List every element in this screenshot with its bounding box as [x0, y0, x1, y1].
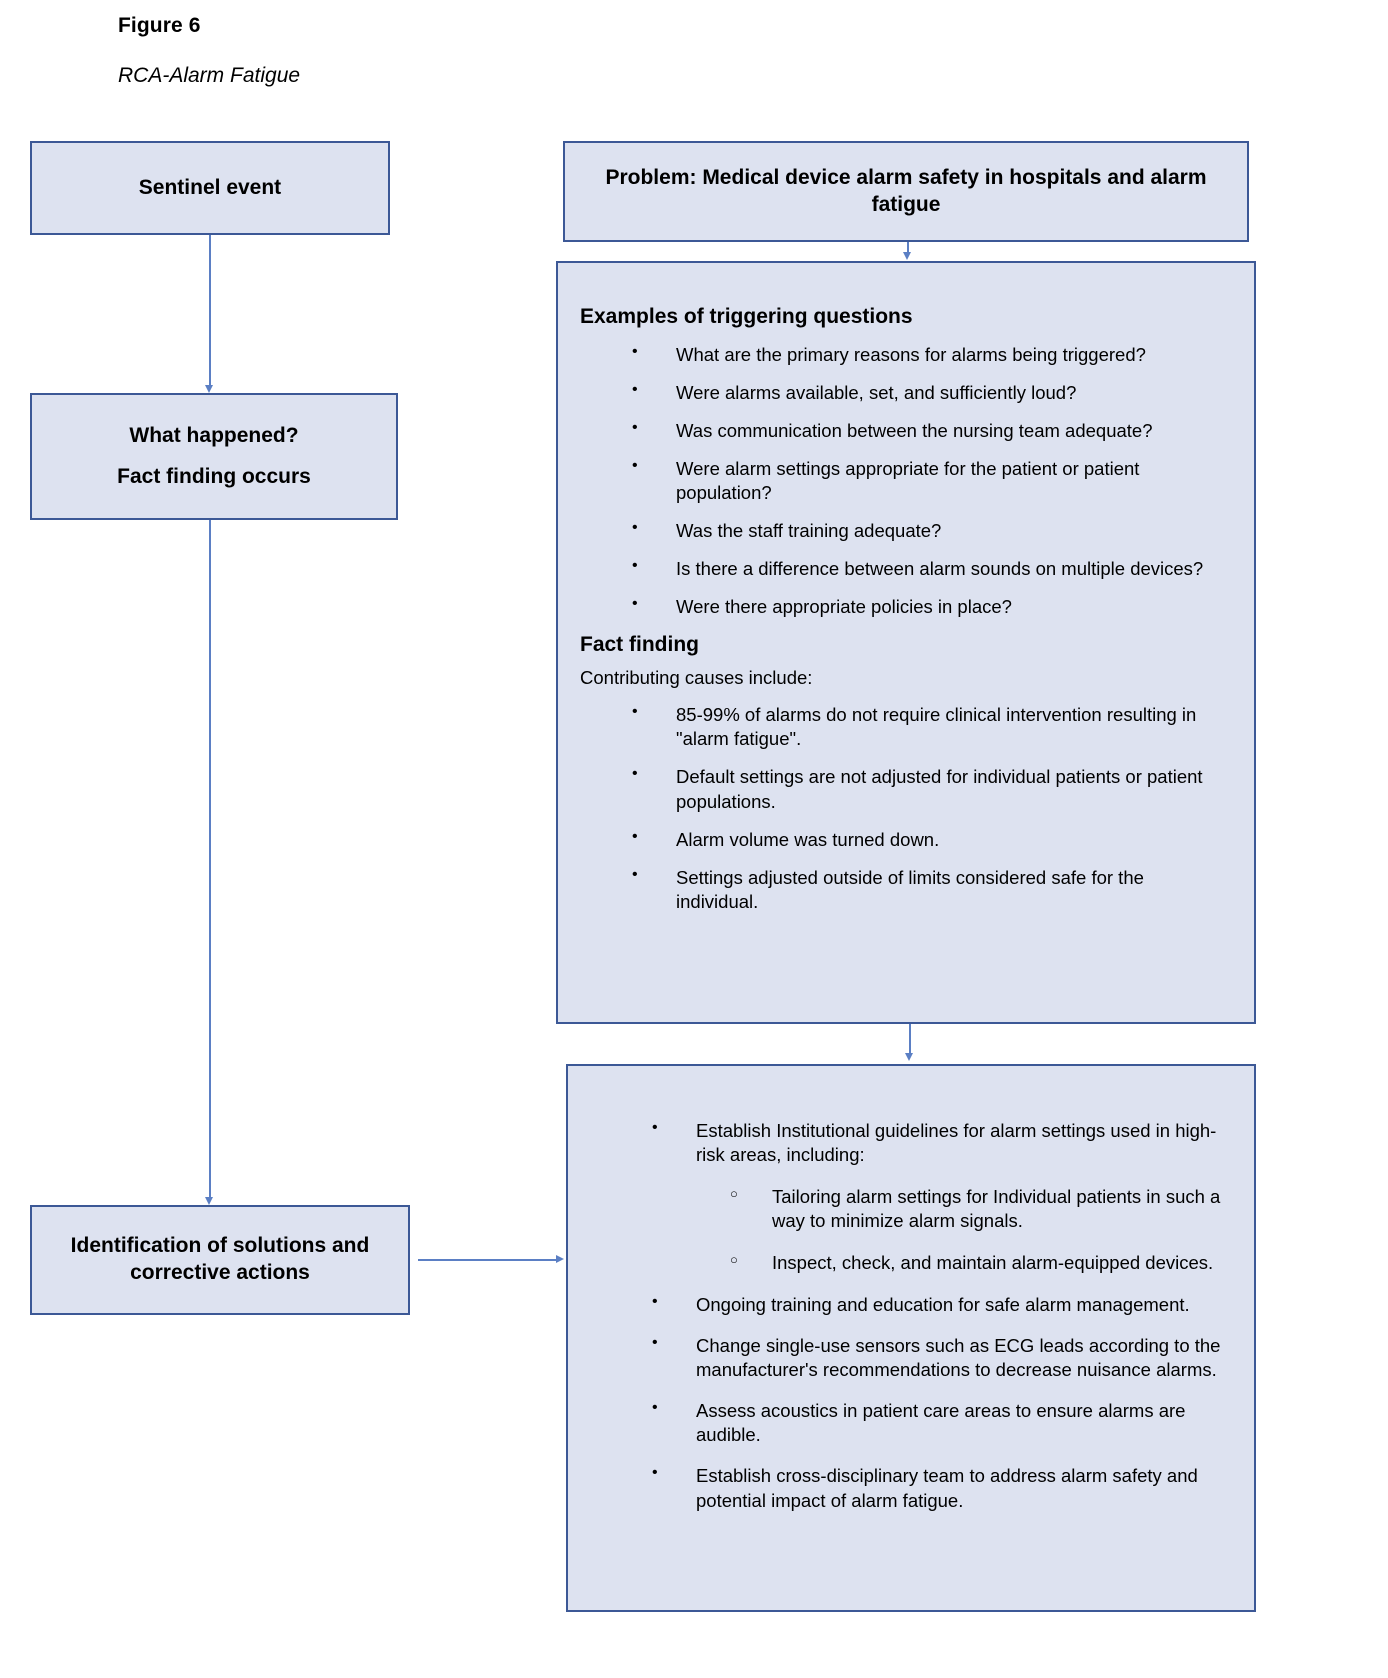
- list-item-text: Was communication between the nursing te…: [676, 420, 1153, 442]
- list-item-text: Establish cross-disciplinary team to add…: [696, 1465, 1198, 1511]
- bullet-icon: •: [632, 519, 638, 537]
- node-what-happened-label-1: What happened?: [129, 423, 299, 447]
- connector-problem-to-analysis: [907, 242, 909, 254]
- triggering-questions-list: • What are the primary reasons for alarms…: [580, 343, 1224, 619]
- sub-bullet-icon: ○: [730, 1252, 738, 1268]
- bullet-icon: •: [652, 1334, 658, 1352]
- arrowhead-whathappened-to-identification: [205, 1197, 213, 1205]
- list-item: • Establish cross-disciplinary team to ad…: [592, 1464, 1230, 1512]
- sub-list-item-text: Inspect, check, and maintain alarm-equip…: [772, 1252, 1214, 1274]
- list-item: • What are the primary reasons for alarms…: [580, 343, 1224, 367]
- sub-list-item-text: Tailoring alarm settings for Individual …: [772, 1186, 1221, 1232]
- bullet-icon: •: [652, 1464, 658, 1482]
- node-identification-label-1: Identification of solutions and: [70, 1234, 370, 1258]
- bullet-icon: •: [632, 343, 638, 360]
- solutions-list: • Establish Institutional guidelines for …: [592, 1119, 1230, 1513]
- figure-label: Figure 6: [118, 14, 201, 37]
- contributing-causes-list: • 85-99% of alarms do not require clinica…: [580, 703, 1224, 913]
- node-analysis[interactable]: Examples of triggering questions • What a…: [556, 261, 1256, 1024]
- list-item-text: Change single-use sensors such as ECG le…: [696, 1335, 1221, 1381]
- sub-list-item: ○ Tailoring alarm settings for Individual…: [592, 1185, 1230, 1233]
- bullet-icon: •: [632, 457, 638, 475]
- list-item-text: Alarm volume was turned down.: [676, 828, 940, 850]
- list-item: • Default settings are not adjusted for i…: [580, 765, 1224, 813]
- arrowhead-analysis-to-solutions: [905, 1053, 913, 1061]
- list-item: • Settings adjusted outside of limits con…: [580, 866, 1224, 914]
- list-item: • Were alarm settings appropriate for the…: [580, 457, 1224, 505]
- sub-bullet-icon: ○: [730, 1186, 738, 1202]
- list-item: • Were there appropriate policies in plac…: [580, 595, 1224, 619]
- list-item-text: Is there a difference between alarm soun…: [676, 558, 1204, 580]
- list-item: • Was the staff training adequate?: [580, 519, 1224, 543]
- list-item: • Were alarms available, set, and suffici…: [580, 381, 1224, 405]
- node-what-happened-label-2: Fact finding occurs: [117, 464, 311, 488]
- list-item-text: Were alarms available, set, and sufficie…: [676, 382, 1077, 404]
- sub-list-item: ○ Inspect, check, and maintain alarm-equi…: [592, 1251, 1230, 1275]
- list-item: • Is there a difference between alarm sou…: [580, 557, 1224, 581]
- list-item-text: Ongoing training and education for safe …: [696, 1294, 1190, 1316]
- node-what-happened[interactable]: What happened? Fact finding occurs: [30, 393, 398, 520]
- bullet-icon: •: [652, 1119, 658, 1136]
- bullet-icon: •: [632, 865, 638, 883]
- fact-finding-intro: Contributing causes include:: [580, 667, 813, 689]
- bullet-icon: •: [632, 703, 638, 721]
- bullet-icon: •: [652, 1293, 658, 1311]
- bullet-icon: •: [632, 557, 638, 575]
- node-solutions[interactable]: • Establish Institutional guidelines for …: [566, 1064, 1256, 1612]
- list-item-text: Were alarm settings appropriate for the …: [676, 458, 1140, 504]
- fact-finding-heading: Fact finding: [580, 633, 699, 657]
- list-item-text: Was the staff training adequate?: [676, 520, 942, 542]
- arrowhead-identification-to-solutions: [556, 1255, 564, 1263]
- connector-whathappened-to-identification: [209, 520, 211, 1197]
- list-item-text: Assess acoustics in patient care areas t…: [696, 1400, 1186, 1446]
- list-item-text: What are the primary reasons for alarms …: [676, 344, 1146, 365]
- bullet-icon: •: [652, 1399, 658, 1417]
- bullet-icon: •: [632, 419, 638, 437]
- connector-identification-to-solutions: [418, 1259, 558, 1261]
- list-item-text: Settings adjusted outside of limits cons…: [676, 866, 1144, 912]
- problem-title: Problem: Medical device alarm safety in …: [605, 165, 1207, 216]
- list-item-text: Default settings are not adjusted for in…: [676, 766, 1203, 812]
- list-item: • Establish Institutional guidelines for …: [592, 1119, 1230, 1167]
- figure-subtitle: RCA-Alarm Fatigue: [118, 64, 301, 87]
- bullet-icon: •: [632, 595, 638, 613]
- list-item: • Was communication between the nursing t…: [580, 419, 1224, 443]
- bullet-icon: •: [632, 765, 638, 783]
- list-item: • 85-99% of alarms do not require clinica…: [580, 703, 1224, 751]
- list-item-text: Were there appropriate policies in place…: [676, 596, 1012, 618]
- list-item: • Assess acoustics in patient care areas …: [592, 1399, 1230, 1447]
- arrowhead-problem-to-analysis: [903, 252, 911, 260]
- connector-sentinel-to-whathappened: [209, 235, 211, 385]
- sub-list-wrapper: ○ Tailoring alarm settings for Individual…: [592, 1185, 1230, 1275]
- sub-list: ○ Tailoring alarm settings for Individual…: [592, 1185, 1230, 1275]
- node-sentinel-event[interactable]: Sentinel event: [30, 141, 390, 235]
- arrowhead-sentinel-to-whathappened: [205, 385, 213, 393]
- bullet-icon: •: [632, 381, 638, 399]
- list-item: • Alarm volume was turned down.: [580, 828, 1224, 852]
- questions-heading: Examples of triggering questions: [580, 305, 913, 328]
- list-item-text: 85-99% of alarms do not require clinical…: [676, 704, 1197, 750]
- list-item: • Ongoing training and education for safe…: [592, 1293, 1230, 1317]
- bullet-icon: •: [632, 827, 638, 845]
- node-sentinel-event-label: Sentinel event: [138, 175, 282, 199]
- node-identification-label-2: corrective actions: [130, 1261, 310, 1284]
- node-problem-statement[interactable]: Problem: Medical device alarm safety in …: [563, 141, 1249, 242]
- node-identification-of-solutions[interactable]: Identification of solutions and correcti…: [30, 1205, 410, 1315]
- list-item: • Change single-use sensors such as ECG l…: [592, 1334, 1230, 1382]
- connector-analysis-to-solutions: [909, 1024, 911, 1054]
- list-item-text: Establish Institutional guidelines for a…: [696, 1120, 1217, 1166]
